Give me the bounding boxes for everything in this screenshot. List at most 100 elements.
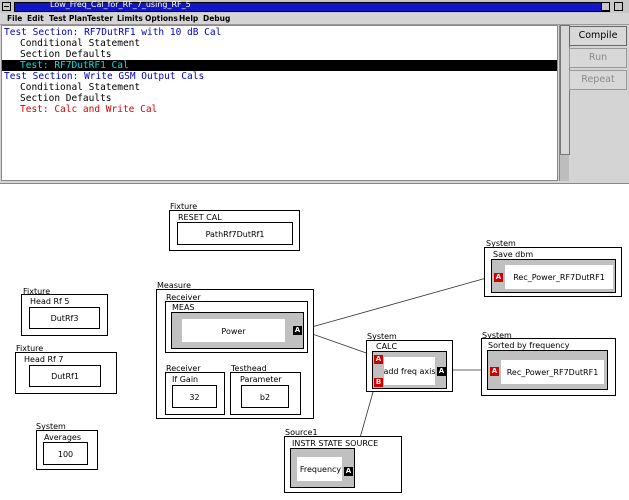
menu-debug[interactable]: Debug — [203, 14, 231, 23]
minimize-icon[interactable] — [601, 2, 610, 11]
output-port-a[interactable]: A — [437, 367, 446, 376]
menu-test-plan[interactable]: Test Plan — [49, 14, 88, 23]
block-value-box: PathRf7DutRf1 — [177, 222, 293, 245]
block-value-box: add freq axis — [383, 357, 436, 385]
block-value: Power — [221, 327, 246, 336]
maximize-icon[interactable] — [614, 2, 623, 11]
block-value-box: Power — [182, 319, 285, 342]
input-port-b[interactable]: B — [374, 378, 383, 387]
block-name: Parameter — [240, 375, 282, 384]
block-name: If Gain — [172, 375, 199, 384]
block-value-box: Frequency — [297, 457, 342, 481]
block-category-label: System — [486, 239, 516, 248]
meas-block[interactable]: MEAS Power A — [165, 301, 308, 353]
block-value: Rec_Power_RF7DutRF1 — [513, 273, 605, 282]
fixture-head-rf7-block[interactable]: Head Rf 7 DutRf1 — [15, 352, 117, 394]
test-list-item[interactable]: Test Section: RF7DutRF1 with 10 dB Cal — [4, 27, 222, 38]
block-value: add freq axis — [383, 367, 436, 376]
test-list-item[interactable]: Conditional Statement — [20, 38, 141, 49]
menu-options[interactable]: Options — [145, 14, 178, 23]
block-category-label: System — [36, 422, 66, 431]
test-list-item[interactable]: Section Defaults — [20, 93, 112, 104]
block-value: Rec_Power_RF7DutRF1 — [506, 368, 599, 377]
source-instr-state-block[interactable]: INSTR STATE SOURCE Frequency A — [284, 436, 402, 493]
block-value: Frequency — [299, 465, 342, 474]
input-port-a[interactable]: A — [374, 355, 383, 364]
block-category-label: Fixture — [16, 344, 44, 353]
block-name: Head Rf 7 — [24, 355, 64, 364]
block-inner-panel: A B add freq axis A — [372, 351, 447, 389]
block-value: DutRf1 — [51, 372, 79, 381]
test-list-item[interactable]: Section Defaults — [20, 49, 112, 60]
if-gain-block[interactable]: If Gain 32 — [165, 372, 225, 415]
parameter-block[interactable]: Parameter b2 — [230, 372, 301, 415]
block-value: PathRf7DutRf1 — [205, 230, 265, 239]
block-name: Averages — [44, 433, 82, 442]
block-value-box: DutRf1 — [29, 365, 101, 387]
title-bar[interactable]: Low_Freq_Cal_for_RF_7_using_RF_5 — [0, 0, 629, 13]
menu-tester[interactable]: Tester — [87, 14, 114, 23]
test-list-item[interactable]: Test: Calc and Write Cal — [20, 104, 158, 115]
system-save-dbm-block[interactable]: Save dbm A Rec_Power_RF7DutRF1 — [484, 247, 622, 297]
test-list-item[interactable]: Test: RF7DutRF1 Cal — [2, 60, 557, 71]
fixture-head-rf5-block[interactable]: Head Rf 5 DutRf3 — [21, 294, 108, 336]
window-title: Low_Freq_Cal_for_RF_7_using_RF_5 — [50, 0, 191, 9]
block-name: MEAS — [172, 303, 195, 312]
testhead-label: Testhead — [231, 364, 267, 373]
block-value-box: b2 — [241, 385, 289, 408]
system-averages-block[interactable]: Averages 100 — [36, 430, 98, 470]
test-list-item[interactable]: Test Section: Write GSM Output Cals — [4, 71, 205, 82]
block-value-box: Rec_Power_RF7DutRF1 — [501, 360, 604, 384]
menu-edit[interactable]: Edit — [27, 14, 44, 23]
input-port-a[interactable]: A — [494, 273, 503, 282]
block-inner-panel: Frequency A — [290, 448, 355, 488]
block-value: b2 — [259, 393, 271, 402]
system-menu-icon[interactable] — [2, 2, 11, 11]
output-port-a[interactable]: A — [344, 467, 353, 476]
block-inner-panel: Power A — [171, 312, 304, 349]
block-name: Head Rf 5 — [30, 297, 70, 306]
menu-bar: File Edit Test Plan Tester Limits Option… — [0, 13, 629, 25]
test-flow-canvas[interactable]: Fixture RESET CAL PathRf7DutRf1 System S… — [0, 183, 629, 500]
block-category-label: Fixture — [170, 202, 198, 211]
block-name: INSTR STATE SOURCE — [292, 439, 379, 448]
fixture-reset-cal-block[interactable]: RESET CAL PathRf7DutRf1 — [169, 210, 300, 251]
block-value-box: 32 — [172, 385, 217, 408]
scrollbar-thumb[interactable] — [560, 25, 570, 155]
block-category-label: System — [367, 332, 397, 341]
wire-meas-to-save — [300, 276, 491, 331]
run-button[interactable]: Run — [569, 48, 627, 68]
block-value: 32 — [189, 393, 200, 402]
block-category-label: System — [482, 331, 512, 340]
input-port-a[interactable]: A — [490, 367, 499, 376]
block-name: CALC — [376, 342, 398, 351]
block-category-label: Fixture — [23, 287, 51, 296]
block-inner-panel: A Rec_Power_RF7DutRF1 — [487, 350, 608, 390]
block-value: 100 — [57, 450, 74, 459]
menu-file[interactable]: File — [7, 14, 23, 23]
system-calc-block[interactable]: CALC A B add freq axis A — [366, 340, 453, 392]
block-name: RESET CAL — [178, 213, 222, 222]
repeat-button[interactable]: Repeat — [569, 70, 627, 90]
menu-limits[interactable]: Limits — [117, 14, 143, 23]
test-list-item[interactable]: Conditional Statement — [20, 82, 141, 93]
block-category-label: Measure — [157, 281, 191, 290]
block-value: DutRf3 — [50, 314, 79, 323]
receiver-label: Receiver — [166, 293, 201, 302]
block-value-box: 100 — [43, 442, 88, 465]
menu-help[interactable]: Help — [179, 14, 199, 23]
block-inner-panel: A Rec_Power_RF7DutRF1 — [491, 259, 616, 293]
block-value-box: Rec_Power_RF7DutRF1 — [505, 265, 613, 289]
block-value-box: DutRf3 — [29, 307, 100, 329]
measure-block[interactable]: Receiver MEAS Power A Receiver If Gain 3… — [156, 289, 314, 419]
compile-button[interactable]: Compile — [569, 26, 627, 46]
system-sorted-block[interactable]: Sorted by frequency A Rec_Power_RF7DutRF… — [481, 338, 616, 396]
block-category-label: Source1 — [285, 428, 318, 437]
block-name: Sorted by frequency — [488, 341, 570, 350]
test-list-scrollbar[interactable] — [559, 25, 570, 181]
receiver-label: Receiver — [166, 364, 201, 373]
block-name: Save dbm — [493, 250, 534, 259]
output-port-a[interactable]: A — [293, 326, 302, 335]
